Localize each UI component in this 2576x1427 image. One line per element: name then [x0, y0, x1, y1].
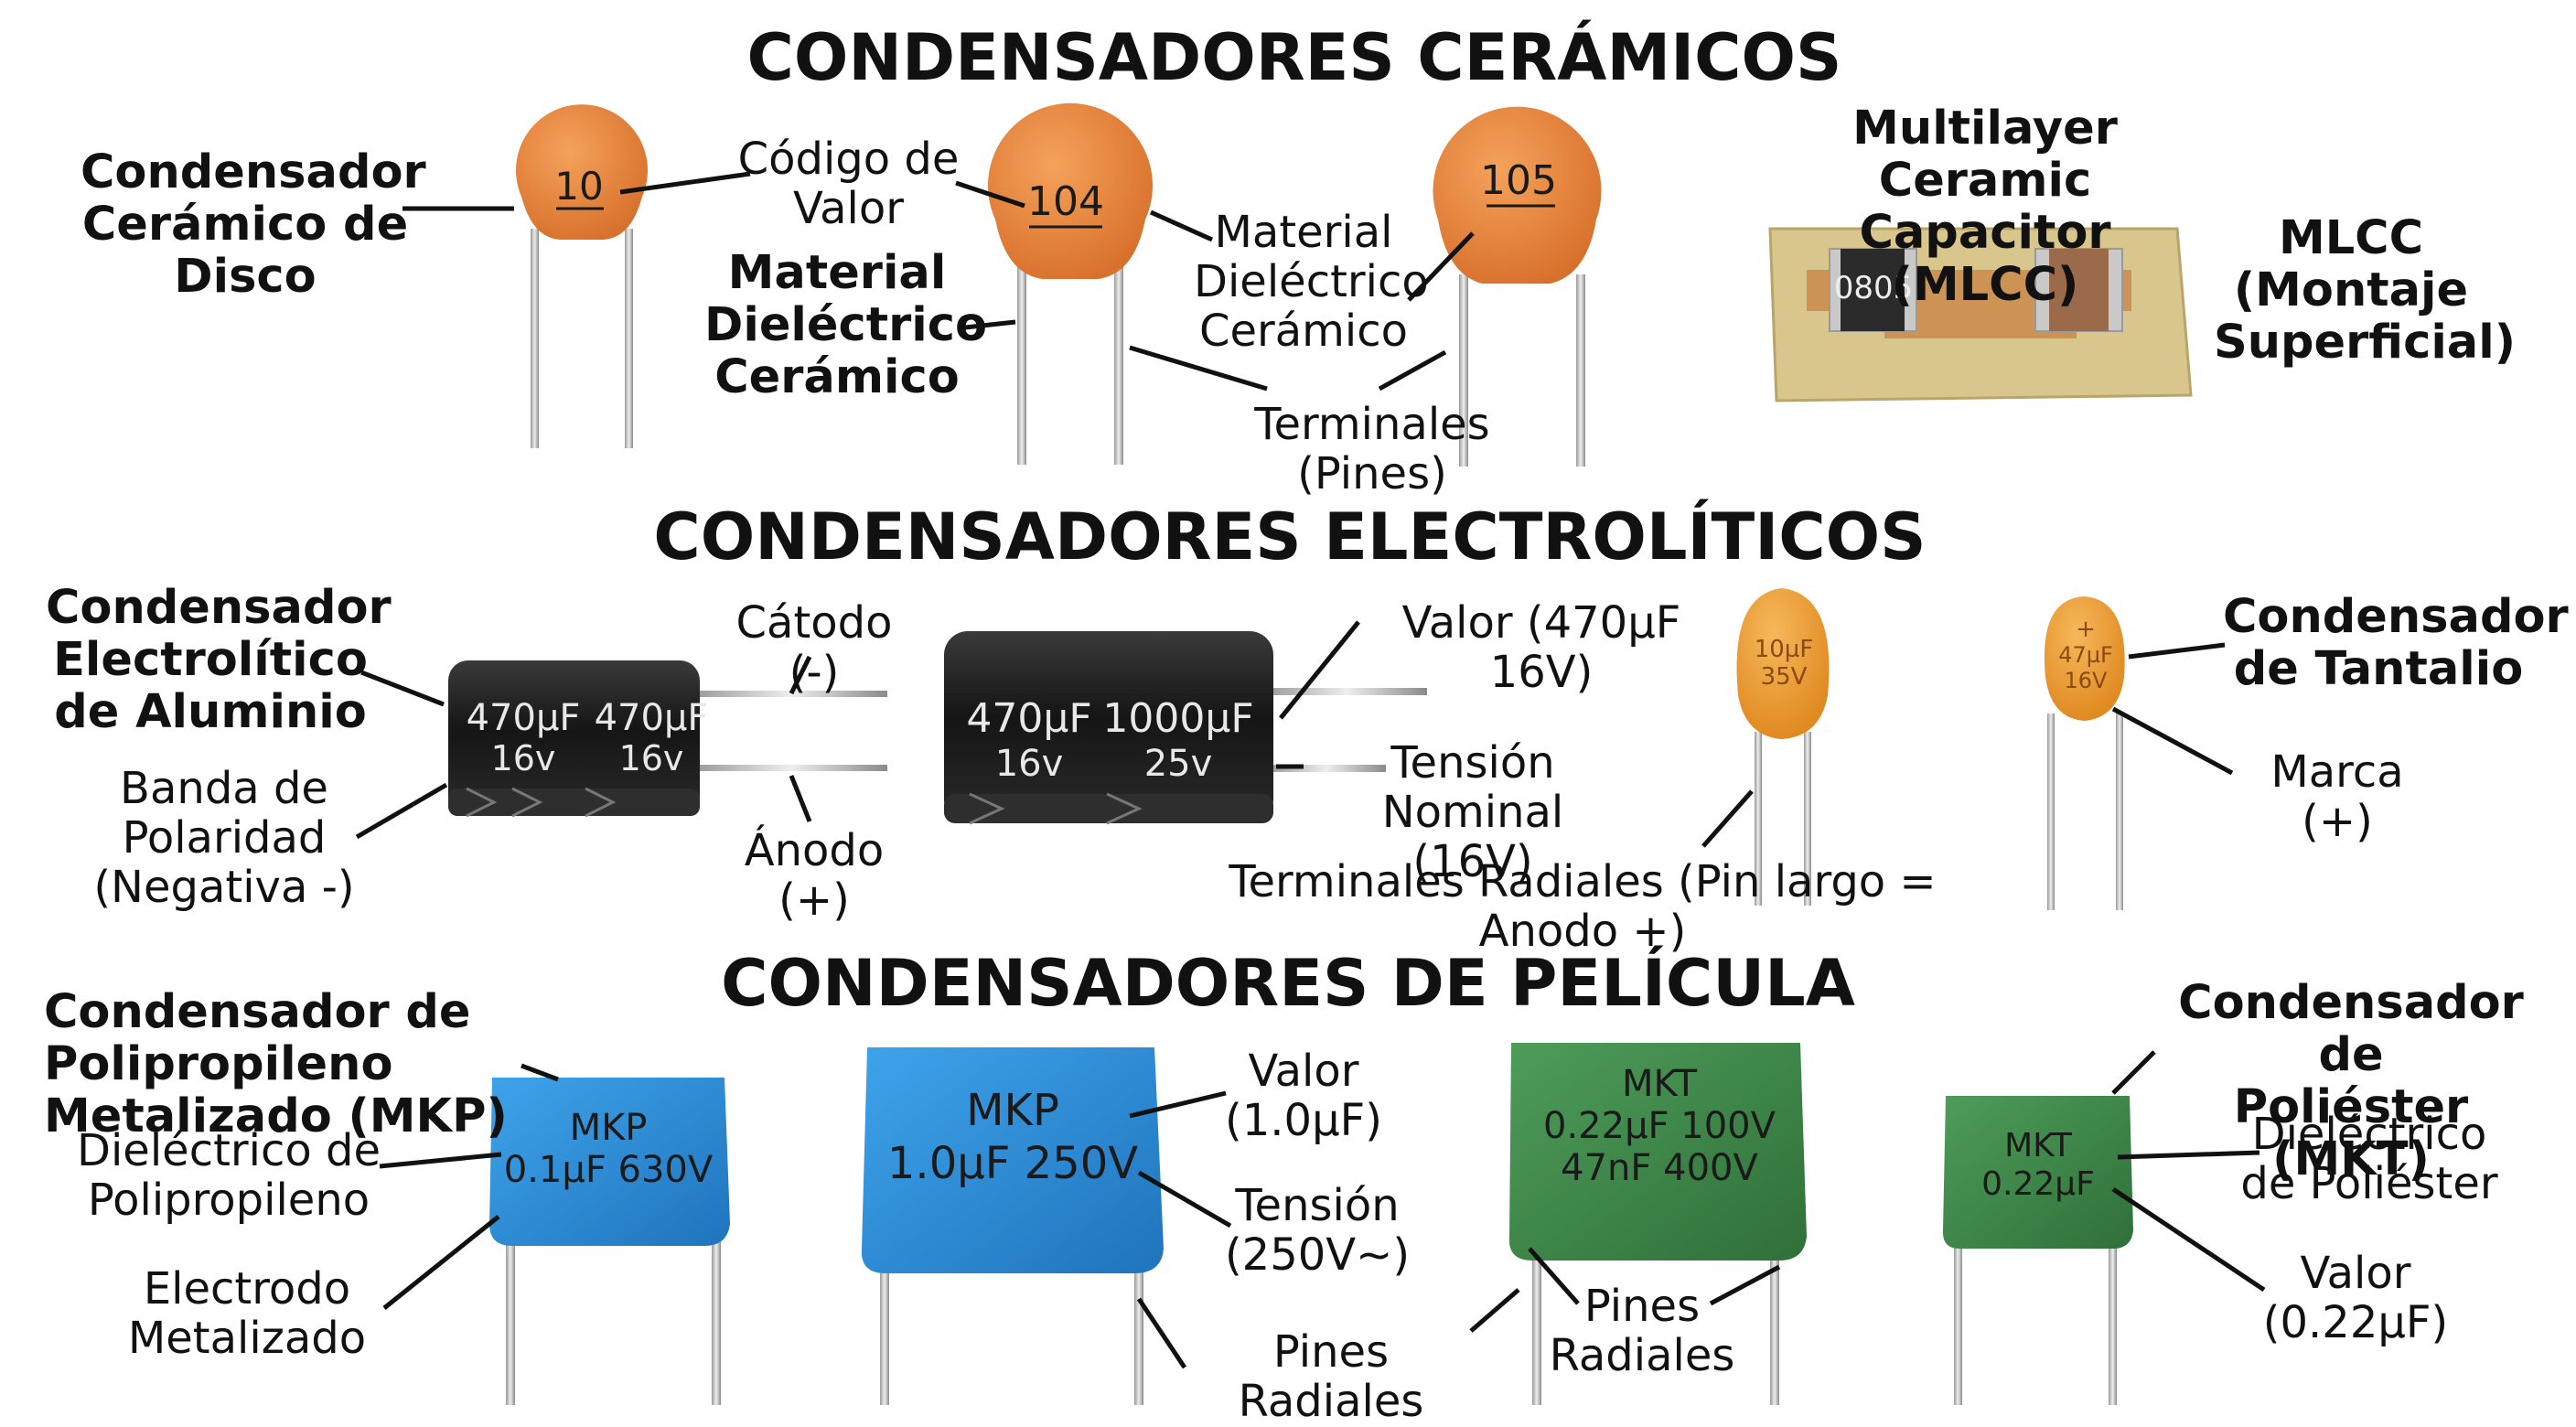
label-nominal-voltage: Tensión Nominal (16V): [1381, 737, 1564, 887]
label-radial-pins-2: Pines Radiales: [1549, 1281, 1735, 1381]
ceramic-disc-capacitor-2: 104: [988, 102, 1153, 465]
mkt2-line1: MKT: [2004, 1127, 2073, 1164]
label-value-022: Valor (0.22µF): [2262, 1248, 2449, 1348]
ceramic-disc-capacitor-3: 105: [1433, 106, 1602, 467]
label-polarity-band: Banda de Polaridad (Negativa -): [93, 763, 355, 913]
label-radial-pins-1: Pines Radiales: [1238, 1326, 1424, 1427]
label-value-code: Código de Valor: [737, 134, 960, 234]
elec2-volt-a: 16v: [995, 743, 1064, 785]
label-anode: Ánodo (+): [744, 825, 885, 926]
tant2-volt: 16V: [2065, 668, 2109, 693]
title-ceramic: CONDENSADORES CERÁMICOS: [746, 20, 1842, 95]
mkt1-line2: 0.22µF 100V: [1543, 1105, 1776, 1147]
elec1-cap-a: 470µF: [467, 697, 581, 739]
title-film: CONDENSADORES DE PELÍCULA: [721, 946, 1855, 1021]
tant2-cap: 47µF: [2058, 642, 2113, 668]
mkp2-line2: 1.0µF 250V: [887, 1138, 1138, 1189]
elec1-cap-b: 470µF: [595, 697, 709, 739]
label-ceramic-disc: Condensador Cerámico de Disco: [80, 145, 426, 305]
label-dielectric-left: Material Dieléctrico Cerámico: [704, 246, 987, 405]
ceramic-disc-capacitor-1: 10: [516, 104, 648, 448]
label-mark-plus: Marca (+): [2270, 746, 2404, 847]
label-mkp-polypropylene: Condensador de Polipropileno Metalizado …: [44, 985, 508, 1144]
elec1-volt-a: 16v: [491, 738, 556, 778]
tant1-volt: 35V: [1761, 663, 1808, 691]
label-value-1uf: Valor (1.0µF): [1225, 1046, 1382, 1146]
tant2-plus: +: [2076, 616, 2096, 643]
label-voltage-250: Tensión (250V~): [1224, 1180, 1411, 1281]
label-metallized-electrode: Electrodo Metalizado: [127, 1263, 367, 1364]
label-aluminum-electrolytic: Condensador Electrolítico de Aluminio: [46, 581, 392, 740]
tantalum-capacitor-1: 10µF 35V: [1736, 588, 1830, 906]
mkt-capacitor-1: MKT 0.22µF 100V 47nF 400V: [1508, 1043, 1807, 1405]
elec2-cap-a: 470µF: [966, 695, 1091, 742]
label-terminals: Terminales (Pines): [1254, 399, 1490, 499]
label-polyester-dielectric: Dieléctrico de Poliéster: [2240, 1109, 2498, 1209]
mkp-capacitor-1: MKP 0.1µF 630V: [489, 1078, 730, 1405]
mkp1-line1: MKP: [570, 1107, 648, 1149]
label-dielectric-right: Material Dieléctrico Cerámico: [1194, 207, 1429, 357]
tantalum-capacitor-2: + 47µF 16V: [2044, 596, 2125, 910]
label-tantalum: Condensador de Tantalio: [2223, 590, 2569, 697]
mkt1-line3: 47nF 400V: [1561, 1147, 1758, 1189]
mlcc-pcb: 0805: [1768, 227, 2193, 402]
mkp2-line1: MKP: [966, 1085, 1059, 1136]
title-electrolytic: CONDENSADORES ELECTROLÍTICOS: [653, 499, 1927, 574]
mkt1-line1: MKT: [1622, 1063, 1698, 1105]
label-radial-terminals: Terminales Radiales (Pin largo = Anodo +…: [1229, 856, 1937, 957]
elec1-volt-b: 16v: [619, 738, 684, 778]
ceramic-cap1-marking: 10: [554, 164, 603, 209]
ceramic-leader-lines: [402, 171, 1475, 392]
mkt2-line2: 0.22µF: [1981, 1165, 2095, 1203]
label-pp-dielectric: Dieléctrico de Polipropileno: [77, 1125, 381, 1226]
mlcc-marking: 0805: [1834, 270, 1914, 306]
label-cathode: Cátodo (-): [735, 597, 893, 698]
elec2-volt-b: 25v: [1144, 743, 1213, 785]
electrolytic-capacitor-2: 470µF 16v 1000µF 25v: [944, 631, 1427, 825]
mkt-capacitor-2: MKT 0.22µF: [1942, 1096, 2133, 1405]
label-mkt-polyester: Condensador de Poliéster (MKT): [2178, 976, 2524, 1187]
label-value-470: Valor (470µF 16V): [1401, 597, 1681, 698]
ceramic-cap2-marking: 104: [1027, 178, 1104, 225]
label-mlcc-smd: MLCC (Montaje Superficial): [2214, 211, 2517, 370]
label-mlcc-title: Multilayer Ceramic Capacitor (MLCC): [1852, 102, 2118, 313]
mkp1-line2: 0.1µF 630V: [504, 1149, 714, 1191]
ceramic-cap3-marking: 105: [1480, 157, 1557, 204]
electrolytic-capacitor-1: 470µF 16v 470µF 16v: [448, 660, 887, 818]
elec2-cap-b: 1000µF: [1102, 695, 1253, 742]
film-leader-lines: [379, 1050, 2266, 1369]
mkp-capacitor-2: MKP 1.0µF 250V: [861, 1047, 1164, 1405]
tant1-cap: 10µF: [1755, 636, 1814, 663]
electrolytic-leader-lines: [355, 620, 2234, 848]
